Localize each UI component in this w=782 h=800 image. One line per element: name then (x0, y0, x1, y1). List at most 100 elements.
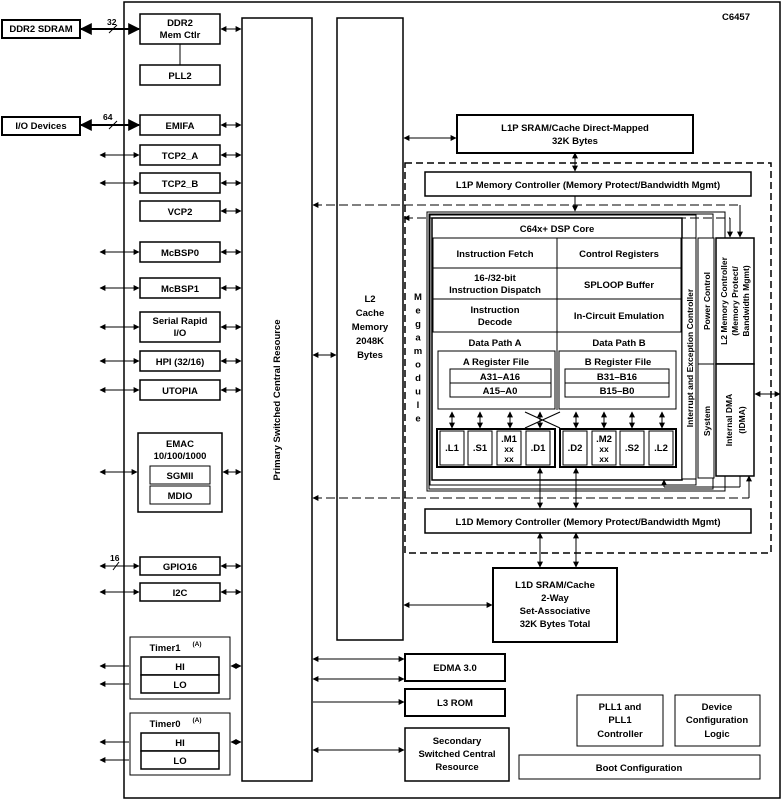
emifa-box (139, 114, 221, 136)
sgmii-label: SGMII (167, 471, 194, 482)
timer1-hi: HI (175, 662, 185, 673)
ddr2-ctlr-line2: Mem Ctlr (160, 30, 201, 41)
srio-line2: I/O (174, 328, 187, 339)
sgmii-box (149, 465, 211, 485)
dsp-core-label: C64x+ DSP Core (520, 224, 595, 235)
l2-line1: L2 (364, 294, 375, 305)
pin-arrows (99, 152, 140, 763)
pll1-line2: PLL1 (608, 715, 632, 726)
system-box (697, 363, 715, 479)
decode-line1: Instruction (470, 305, 519, 316)
gpio-bus-width: 16 (110, 553, 120, 563)
srio-box (139, 311, 221, 343)
megamodule-letter: g (415, 319, 421, 330)
timer1-lo: LO (173, 680, 186, 691)
vcp2-box (139, 200, 221, 222)
dispatch-line1: 16-/32-bit (474, 273, 517, 284)
pll1-line3: Controller (597, 729, 643, 740)
unit-label: .L1 (445, 443, 459, 454)
l3rom-label: L3 ROM (437, 698, 473, 709)
unit-label: .M2 (596, 434, 612, 445)
megamodule-letter: o (415, 360, 421, 371)
functional-unit: .D2 (562, 430, 588, 466)
decode-line2: Decode (478, 317, 512, 328)
i2c-box (139, 582, 221, 602)
l1d-sram-line1: L1D SRAM/Cache (515, 580, 595, 591)
functional-unit: .L2 (648, 430, 674, 466)
mcbsp1-label: McBSP1 (161, 284, 200, 295)
gpio16-label: GPIO16 (163, 562, 197, 573)
io-devices-label: I/O Devices (15, 121, 66, 132)
emac-line1: EMAC (166, 439, 194, 450)
chip-outline (123, 1, 781, 799)
megamodule-letter: m (414, 346, 422, 357)
unit-xx: xx (504, 444, 514, 454)
timer0-label: Timer0 (150, 719, 181, 730)
unit-label: .M1 (501, 434, 518, 445)
l1d-ctrl-label: L1D Memory Controller (Memory Protect/Ba… (456, 517, 721, 528)
b-reg-high: B31–B16 (597, 372, 637, 383)
functional-unit: .L1 (439, 430, 465, 466)
device-config-box (674, 694, 761, 747)
functional-unit: .S2 (619, 430, 645, 466)
unit-xx: xx (599, 454, 609, 464)
edma-label: EDMA 3.0 (433, 663, 476, 674)
primary-switch-label: Primary Switched Central Resource (272, 319, 283, 480)
secondary-line2: Switched Central (418, 749, 495, 760)
edma-box (404, 653, 506, 682)
unit-label: .D1 (531, 443, 547, 454)
l1d-sram-line3: Set-Associative (520, 606, 591, 617)
gpio16-box (139, 556, 221, 576)
devcfg-line2: Configuration (686, 715, 748, 726)
io-bus-width: 64 (103, 112, 113, 122)
unit-label: .D2 (568, 443, 583, 454)
devcfg-line3: Logic (704, 729, 729, 740)
tcp2a-label: TCP2_A (162, 151, 199, 162)
timer0-lo: LO (173, 756, 186, 767)
b-reg-low: B15–B0 (600, 386, 635, 397)
a-register-file: A Register File (463, 357, 529, 368)
tcp2b-label: TCP2_B (162, 179, 199, 190)
idma-line2: (IDMA) (737, 406, 747, 434)
l3rom-box (404, 688, 506, 717)
tcp2a-box (139, 144, 221, 166)
megamodule-letter: u (415, 387, 421, 398)
vcp2-label: VCP2 (168, 207, 193, 218)
timer0-note: (A) (192, 717, 201, 724)
functional-unit: .S1 (467, 430, 493, 466)
emifa-label: EMIFA (165, 121, 194, 132)
timer1-lo-box (140, 674, 220, 694)
unit-xx: xx (599, 444, 609, 454)
dispatch-line2: Instruction Dispatch (449, 285, 541, 296)
pll1-line1: PLL1 and (599, 702, 642, 713)
power-label: Power Control (702, 272, 712, 330)
l1p-sram-box (456, 114, 694, 154)
data-path-b: Data Path B (592, 338, 645, 349)
megamodule-letter: a (415, 333, 421, 344)
srio-line1: Serial Rapid (153, 316, 208, 327)
secondary-line1: Secondary (433, 736, 482, 747)
ddr2-ctlr-box (139, 13, 221, 45)
ddr2-ctlr-line1: DDR2 (167, 18, 193, 29)
a-reg-low: A15–A0 (483, 386, 518, 397)
l1d-sram-line2: 2-Way (541, 593, 569, 604)
instruction-fetch: Instruction Fetch (456, 249, 533, 260)
secondary-line3: Resource (435, 762, 478, 773)
l1p-sram-line1: L1P SRAM/Cache Direct-Mapped (501, 123, 649, 134)
hpi-label: HPI (32/16) (156, 357, 205, 368)
secondary-switch-box (404, 727, 510, 782)
a-reg-high: A31–A16 (480, 372, 520, 383)
mcbsp0-label: McBSP0 (161, 248, 199, 259)
iec-box (681, 237, 697, 480)
megamodule-boundary (404, 162, 772, 554)
l2-line2: Cache (356, 308, 385, 319)
mcbsp1-box (139, 277, 221, 299)
timer1-note: (A) (192, 641, 201, 648)
functional-unit: .D1 (525, 430, 551, 466)
iec-label: Interrupt and Exception Controller (685, 288, 695, 427)
megamodule-letter: d (415, 373, 421, 384)
unit-label: .L2 (654, 443, 668, 454)
